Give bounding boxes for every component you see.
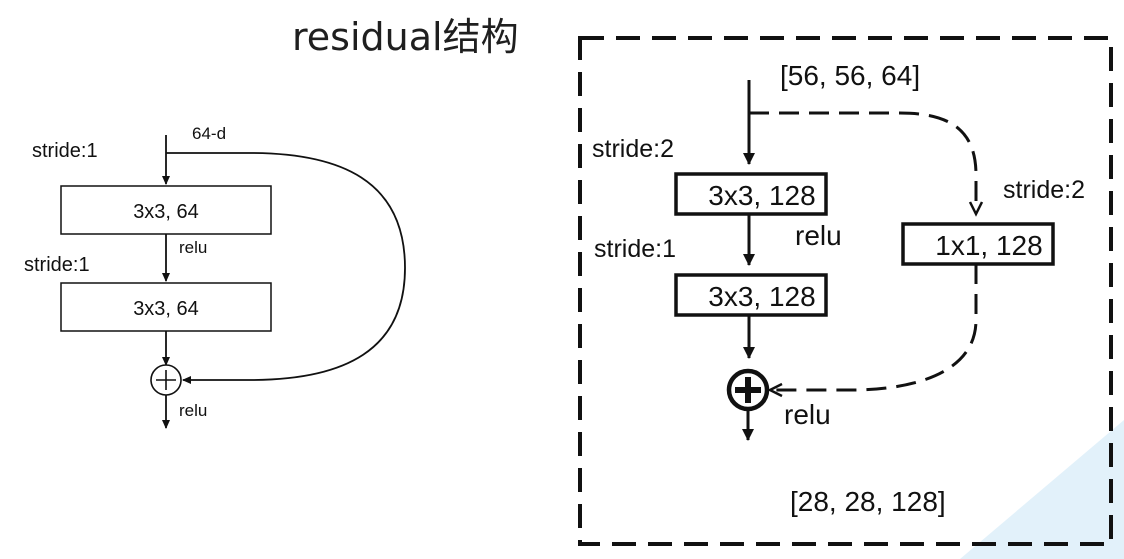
- left-conv2-box: [60, 282, 272, 332]
- left-block-diagram: 64-d stride:1 3x3, 64 relu stride:1 3x3,…: [24, 124, 406, 429]
- right-stride-label-second: stride:1: [594, 235, 676, 263]
- corner-accent: [960, 420, 1124, 559]
- right-output-shape: [28, 28, 128]: [790, 486, 946, 517]
- right-relu-label-1: relu: [795, 220, 842, 251]
- left-stride-label-1: stride:1: [32, 140, 98, 162]
- right-conv2-box: [674, 273, 828, 317]
- right-conv1-label: 3x3, 128: [708, 180, 815, 211]
- left-skip-connection: [166, 152, 406, 384]
- page-title: residual结构: [292, 15, 519, 59]
- left-stride-label-2: stride:1: [24, 254, 90, 276]
- right-shortcut-path-top: [749, 111, 984, 217]
- right-relu-label-out: relu: [784, 399, 831, 430]
- left-input-dim-label: 64-d: [192, 124, 226, 143]
- left-relu-label-out: relu: [179, 401, 207, 420]
- right-shortcut-conv-label: 1x1, 128: [935, 230, 1042, 261]
- right-shortcut-conv-box: [901, 222, 1055, 266]
- right-shortcut-stride-label: stride:2: [1003, 176, 1085, 204]
- right-shortcut-path-bottom: [767, 264, 978, 398]
- left-conv1-label: 3x3, 64: [133, 201, 199, 223]
- left-relu-label-1: relu: [179, 238, 207, 257]
- left-conv2-label: 3x3, 64: [133, 298, 199, 320]
- left-add-icon: [150, 364, 182, 396]
- right-block-diagram: [56, 56, 64] stride:2 3x3, 128 relu stri…: [578, 36, 1113, 546]
- right-input-shape: [56, 56, 64]: [780, 60, 920, 91]
- right-conv1-box: [674, 172, 828, 216]
- right-add-icon: [726, 368, 770, 412]
- right-conv2-label: 3x3, 128: [708, 281, 815, 312]
- right-stride-label-main: stride:2: [592, 135, 674, 163]
- right-dashed-frame: [578, 36, 1113, 546]
